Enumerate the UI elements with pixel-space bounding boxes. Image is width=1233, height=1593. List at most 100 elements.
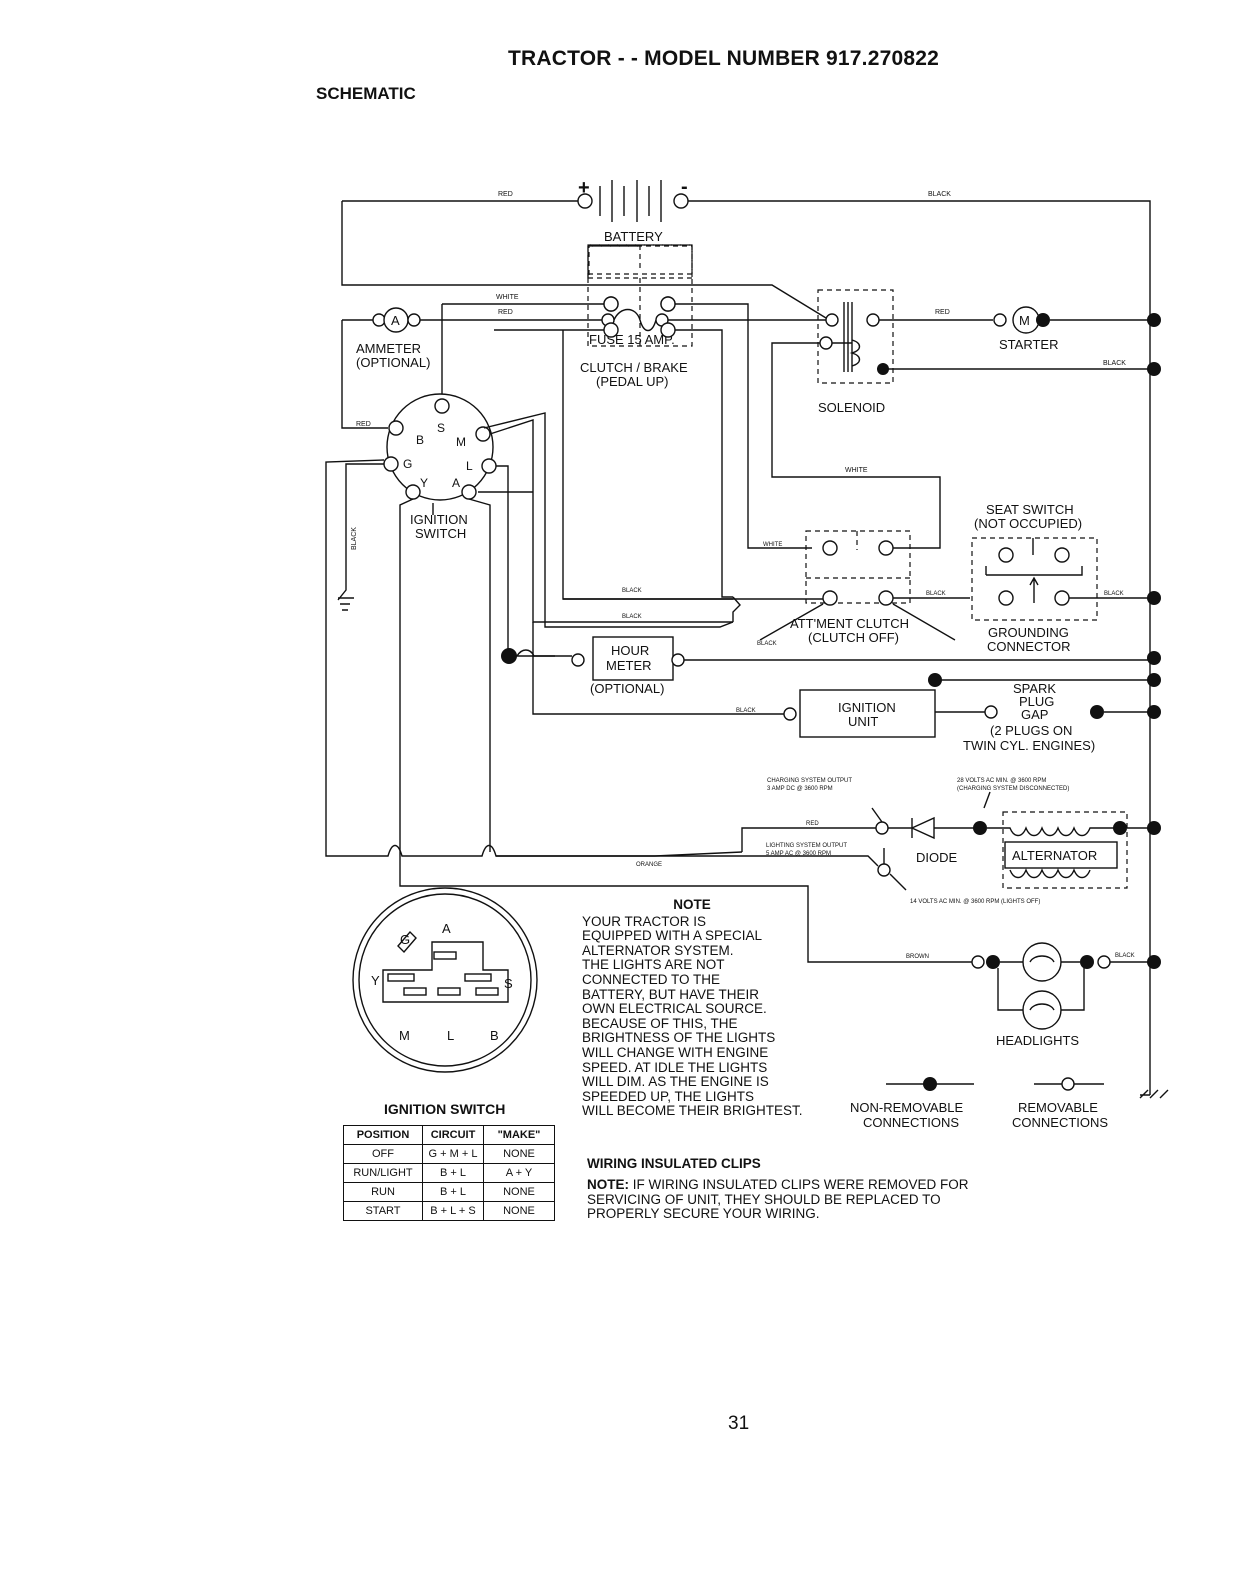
clutch-brake-label: CLUTCH / BRAKE — [580, 360, 688, 375]
note-line: CONNECTED TO THE — [582, 971, 721, 987]
ignition-connector-view: G A Y S M L B IGNITION SWITCH — [352, 887, 538, 1117]
table-cell: A + Y — [483, 1163, 555, 1183]
ign-terminal-g: G — [403, 457, 412, 471]
wire-label-black-clutch-1: BLACK — [622, 588, 642, 594]
volts-14-label: 14 VOLTS AC MIN. @ 3600 RPM (LIGHTS OFF) — [910, 899, 1040, 905]
volts-28-label: 28 VOLTS AC MIN. @ 3600 RPM — [957, 778, 1046, 784]
wire-label-red-battery: RED — [498, 191, 513, 198]
wire-label-black-ground: BLACK — [351, 527, 358, 550]
clutch-brake-pedal-label: (PEDAL UP) — [596, 374, 668, 389]
seat-switch: SEAT SWITCH (NOT OCCUPIED) BLACK GROUNDI… — [971, 502, 1161, 654]
connector-terminal-y: Y — [371, 973, 380, 988]
wire-label-brown: BROWN — [906, 954, 929, 960]
legend-non-removable-connections: CONNECTIONS — [863, 1115, 959, 1130]
wire-label-red-ignition: RED — [356, 421, 371, 428]
table-header-make: "MAKE" — [483, 1125, 555, 1145]
wire-label-red-starter: RED — [935, 309, 950, 316]
ignition-unit-label-2: UNIT — [848, 714, 878, 729]
ignition-unit: BLACK IGNITION UNIT SPARK PLUG GAP (2 PL… — [532, 622, 1161, 753]
wire-label-black-ign-unit: BLACK — [736, 708, 756, 714]
table-cell: G + M + L — [422, 1144, 484, 1164]
ign-terminal-m: M — [456, 435, 466, 449]
ign-terminal-s: S — [437, 421, 445, 435]
table-cell: NONE — [483, 1144, 555, 1164]
note-line: BATTERY, BUT HAVE THEIR — [582, 986, 760, 1002]
starter: M STARTER — [993, 306, 1161, 376]
attachment-clutch-switch: BLACK BLACK WHITE BLACK BLACK ATT'MENT C… — [563, 530, 970, 647]
wire-label-white-solenoid: WHITE — [845, 467, 868, 474]
ignition-unit-label: IGNITION — [838, 700, 896, 715]
table-cell: NONE — [483, 1182, 555, 1202]
seat-switch-label: SEAT SWITCH — [986, 502, 1074, 517]
note-line: WILL DIM. AS THE ENGINE IS — [582, 1074, 769, 1090]
wire-label-black-headlight: BLACK — [1115, 953, 1135, 959]
table-cell: START — [343, 1201, 423, 1221]
lighting-output-rating: 5 AMP AC @ 3600 RPM — [766, 851, 831, 857]
table-cell: NONE — [483, 1201, 555, 1221]
fuse: FUSE 15 AMP. — [589, 308, 826, 347]
wire-label-black-clutch-2: BLACK — [622, 614, 642, 620]
table-cell: B + L — [422, 1182, 484, 1202]
wire-label-orange: ORANGE — [636, 862, 662, 868]
ign-terminal-a: A — [452, 476, 460, 490]
wiring-clips-line: SERVICING OF UNIT, THEY SHOULD BE REPLAC… — [587, 1191, 941, 1207]
connector-terminal-g: G — [400, 932, 410, 947]
wire-label-white-clutch: WHITE — [496, 294, 519, 301]
headlights: BROWN BLACK HEADLIGHTS — [906, 942, 1169, 1099]
table-header-row: POSITION CIRCUIT "MAKE" — [343, 1125, 555, 1145]
solenoid: SOLENOID RED BLACK WHITE — [771, 289, 1150, 549]
note-line: EQUIPPED WITH A SPECIAL — [582, 928, 763, 944]
section-heading: SCHEMATIC — [316, 84, 416, 103]
table-cell: B + L — [422, 1163, 484, 1183]
legend-removable-connections: CONNECTIONS — [1012, 1115, 1108, 1130]
wire-label-black-attment: BLACK — [926, 591, 946, 597]
ignition-switch-label: IGNITION — [410, 512, 468, 527]
note-line: BRIGHTNESS OF THE LIGHTS — [582, 1030, 776, 1046]
legend-non-removable: NON-REMOVABLE — [850, 1100, 963, 1115]
clutch-brake-switch: WHITE — [441, 244, 812, 549]
hour-meter: HOUR METER (OPTIONAL) — [501, 636, 1161, 696]
table-header-position: POSITION — [343, 1125, 423, 1145]
connector-terminal-s: S — [504, 976, 513, 991]
attment-clutch-label: ATT'MENT CLUTCH — [790, 616, 909, 631]
wire-label-red-charging: RED — [806, 821, 819, 827]
connector-terminal-b: B — [490, 1028, 499, 1043]
note-line: ALTERNATOR SYSTEM. — [582, 942, 734, 958]
hour-meter-optional-label: (OPTIONAL) — [590, 681, 664, 696]
note-heading: NOTE — [673, 897, 711, 912]
note-line: WILL BECOME THEIR BRIGHTEST. — [582, 1103, 803, 1119]
wire-label-black-seat: BLACK — [1104, 591, 1124, 597]
seat-switch-not-occupied-label: (NOT OCCUPIED) — [974, 516, 1082, 531]
diode-label: DIODE — [916, 850, 958, 865]
ammeter-symbol: A — [391, 313, 400, 328]
wiring-clips-text: IF WIRING INSULATED CLIPS WERE REMOVED F… — [629, 1176, 969, 1192]
table-cell: RUN — [343, 1182, 423, 1202]
battery-plus-sign: + — [578, 177, 590, 199]
battery-minus-sign: - — [681, 176, 688, 198]
ammeter-label: AMMETER — [356, 341, 421, 356]
attment-clutch-off-label: (CLUTCH OFF) — [808, 630, 899, 645]
spark-plug-note-1: (2 PLUGS ON — [990, 723, 1072, 738]
headlights-label: HEADLIGHTS — [996, 1033, 1079, 1048]
charging-system: CHARGING SYSTEM OUTPUT 3 AMP DC @ 3600 R… — [496, 778, 1161, 905]
connector-terminal-m: M — [399, 1028, 410, 1043]
ignition-switch-table: POSITION CIRCUIT "MAKE" OFF G + M + L NO… — [343, 1125, 555, 1221]
note-line: YOUR TRACTOR IS — [582, 913, 707, 929]
ammeter: A AMMETER (OPTIONAL) RED RED — [341, 307, 602, 429]
spark-plug-label-2: PLUG — [1019, 694, 1054, 709]
ammeter-optional-label: (OPTIONAL) — [356, 355, 430, 370]
note-block: NOTE YOUR TRACTOR IS EQUIPPED WITH A SPE… — [582, 897, 842, 1119]
lighting-output-label: LIGHTING SYSTEM OUTPUT — [766, 843, 847, 849]
legend-removable: REMOVABLE — [1018, 1100, 1098, 1115]
grounding-connector-label-2: CONNECTOR — [987, 639, 1071, 654]
ignition-table-title: IGNITION SWITCH — [384, 1101, 505, 1117]
wire-label-red-ammeter: RED — [498, 309, 513, 316]
connector-terminal-a: A — [442, 921, 451, 936]
note-line: WILL CHANGE WITH ENGINE — [582, 1044, 769, 1060]
ign-terminal-y: Y — [420, 476, 428, 490]
spark-plug-note-2: TWIN CYL. ENGINES) — [963, 738, 1095, 753]
starter-label: STARTER — [999, 337, 1058, 352]
page-number: 31 — [728, 1413, 750, 1434]
table-cell: OFF — [343, 1144, 423, 1164]
starter-symbol: M — [1019, 313, 1030, 328]
